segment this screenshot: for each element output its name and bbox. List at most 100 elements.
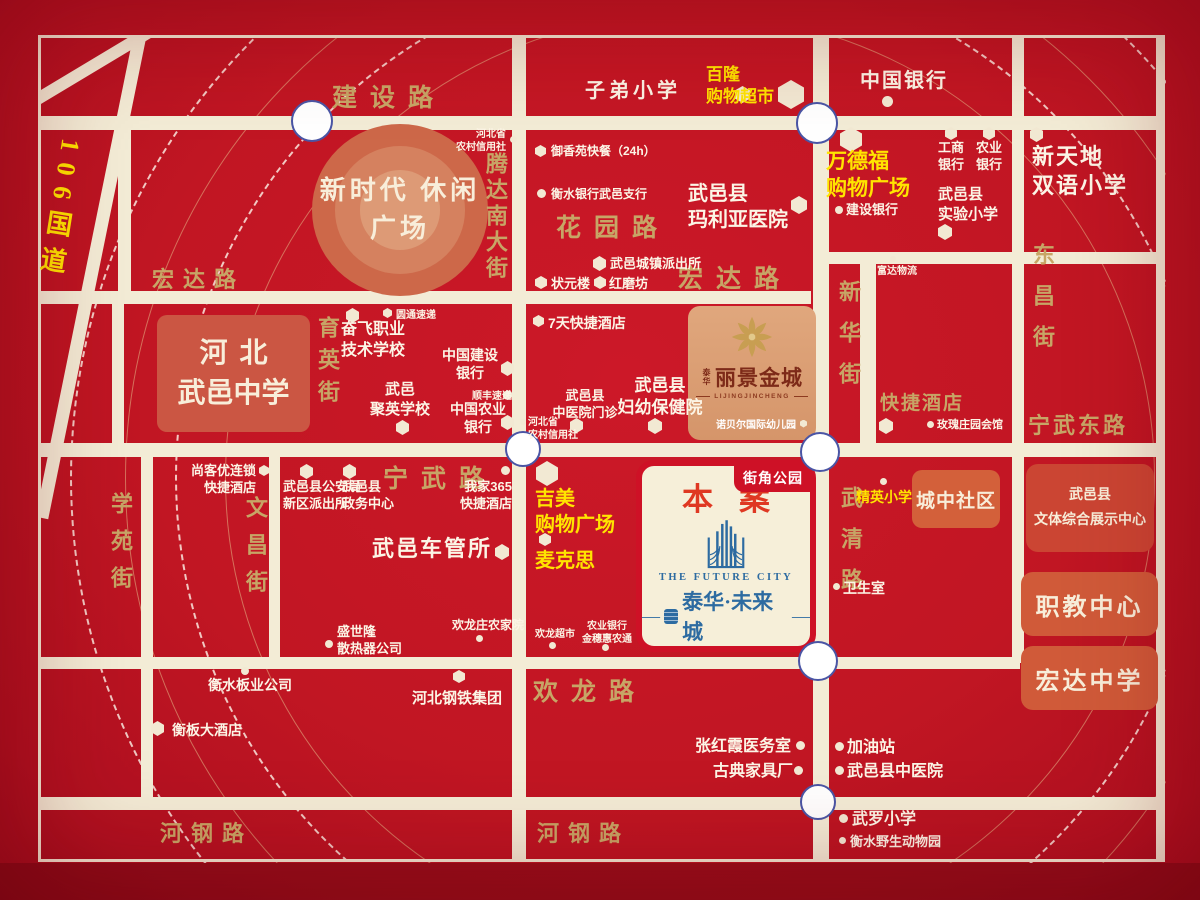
road-label-ningwu-road: 宁武路 bbox=[383, 466, 498, 493]
marker-dot-icon bbox=[549, 642, 556, 649]
road-label-huayuan-road: 花园路 bbox=[556, 215, 671, 242]
poi-label-line: 中国农业 bbox=[450, 403, 506, 418]
road-junction-node bbox=[800, 784, 836, 820]
frame-top bbox=[38, 35, 1165, 38]
road-v-west-lower bbox=[141, 457, 153, 797]
poi-label-line: 农村信用社 bbox=[528, 430, 578, 441]
road-huanlong bbox=[38, 657, 1020, 669]
poi-china-construction-bank: 中国建设银行 bbox=[442, 348, 498, 384]
poi-label-line: 银行 bbox=[464, 421, 492, 437]
poi-shangkeyou-hotel: 尚客优连锁快捷酒店 bbox=[191, 463, 256, 497]
road-junction-node bbox=[796, 102, 838, 144]
poi-jianshe-bank: 建设银行 bbox=[846, 202, 898, 219]
name-dash: — bbox=[642, 605, 660, 626]
bottom-margin-shade bbox=[0, 863, 1200, 900]
marker-dot-icon bbox=[501, 466, 510, 475]
project-english-name: THE FUTURE CITY bbox=[658, 572, 794, 583]
marker-hex-icon bbox=[151, 721, 164, 736]
poi-label-line: 古典家具厂 bbox=[713, 763, 794, 780]
project-name: 泰华·未来城 bbox=[682, 590, 774, 644]
poi-label-line: 衡水野生动物园 bbox=[850, 834, 942, 849]
poi-label-line: 购物超市 bbox=[706, 87, 774, 107]
poi-label-line: 购物广场 bbox=[826, 177, 910, 201]
poi-xintiandi-bilingual-school: 新天地双语小学 bbox=[1032, 143, 1128, 200]
poi-new-district-police-station: 武邑县公安局新区派出所 bbox=[283, 479, 361, 513]
wuyi-school-line1: 河北 bbox=[199, 338, 280, 370]
leisure-plaza-core bbox=[359, 170, 441, 250]
marker-hex-icon bbox=[778, 80, 804, 109]
marker-hex-icon bbox=[840, 127, 862, 152]
corner-park-tag: 街角公园 bbox=[734, 464, 812, 492]
poi-shunfeng-express: 顺丰速递 bbox=[472, 390, 512, 403]
marker-hex-icon bbox=[396, 420, 409, 435]
poi-label-line: 尚客优连锁 bbox=[190, 463, 256, 478]
poi-label-line: 我家365 bbox=[464, 479, 512, 494]
poi-label-line: 散热器公司 bbox=[337, 640, 403, 656]
marker-dot-icon bbox=[510, 136, 517, 143]
marker-dot-icon bbox=[794, 766, 803, 775]
poi-label-line: 实验小学 bbox=[938, 205, 999, 223]
marker-dot-icon bbox=[602, 644, 609, 651]
poi-label-line: 红磨坊 bbox=[609, 276, 649, 291]
project-name-row: — 泰华·未来城 — bbox=[642, 586, 810, 646]
hebei-wuyi-middle-school: 河北 武邑中学 bbox=[157, 315, 310, 432]
poi-huanlongzhuang-farmhouse: 欢龙庄农家院 bbox=[452, 618, 524, 634]
decor-line bbox=[696, 396, 711, 397]
poi-label-line: 双语小学 bbox=[1032, 172, 1129, 198]
poi-label-line: 张红霞医务室 bbox=[695, 738, 792, 755]
poi-mariya-hospital: 武邑县玛利亚医院 bbox=[688, 181, 788, 233]
county-sports-exhibition-center: 武邑县 文体综合展示中心 bbox=[1026, 464, 1154, 552]
poi-label-line: 武邑县 bbox=[938, 186, 984, 203]
poi-agricultural-bank: 农业银行 bbox=[976, 140, 1002, 174]
road-label-hegang-road-west: 河钢路 bbox=[160, 821, 254, 846]
poi-zidi-primary-school: 子弟小学 bbox=[585, 78, 681, 104]
poi-health-clinic: 卫生室 bbox=[843, 579, 885, 597]
lijing-latin-label: LIJINGJINCHENG bbox=[714, 393, 790, 400]
poi-bank-of-china: 中国银行 bbox=[860, 68, 948, 94]
poi-fenfei-vocational-school: 奋飞职业技术学校 bbox=[341, 320, 405, 362]
new-era-leisure-plaza: 新时代 休闲广场 bbox=[312, 124, 488, 296]
future-city-logo-icon bbox=[707, 520, 745, 569]
poi-icbc-bank: 工商银行 bbox=[938, 140, 964, 174]
poi-label-line: 新区派出所 bbox=[283, 495, 349, 511]
road-label-ningwu-east-road: 宁武东路 bbox=[1028, 413, 1129, 438]
poi-label-line: 中国建设 bbox=[442, 349, 498, 364]
road-label-hongda-road-west: 宏达路 bbox=[152, 267, 246, 292]
poi-label-line: 玫瑰庄园会馆 bbox=[937, 419, 1003, 431]
marker-dot-icon bbox=[325, 640, 333, 648]
poi-label-line: 玛利亚医院 bbox=[688, 209, 788, 231]
road-label-hongda-road-east: 宏达路 bbox=[678, 266, 793, 293]
poi-label-line: 工商 bbox=[937, 140, 965, 155]
community-label: 城中社区 bbox=[915, 490, 996, 512]
poi-label-line: 武邑城镇派出所 bbox=[610, 256, 702, 271]
sports-center-line1: 武邑县 bbox=[1069, 487, 1111, 503]
poi-label-line: 河北省 bbox=[476, 129, 506, 140]
poi-maternal-child-hospital: 武邑县妇幼保健院 bbox=[618, 375, 703, 419]
marker-dot-icon bbox=[476, 635, 483, 642]
poi-label-line: 武邑 bbox=[384, 381, 416, 398]
poi-maikesi: 麦克思 bbox=[535, 548, 595, 574]
lijing-jincheng-plaza: 泰华 丽景金城 LIJINGJINCHENG 诺贝尔国际幼儿园 bbox=[688, 306, 816, 440]
marker-hex-icon bbox=[453, 670, 465, 683]
poi-huanlong-supermarket: 欢龙超市 bbox=[535, 628, 575, 641]
marker-hex-icon bbox=[879, 418, 893, 434]
poi-label-line: 快捷酒店 bbox=[459, 495, 512, 511]
poi-label-line: 麦克思 bbox=[535, 550, 595, 572]
poi-abc-jinsui-service: 农业银行金穗惠农通 bbox=[582, 620, 632, 646]
poi-label-line: 购物广场 bbox=[535, 514, 615, 536]
poi-yuantong-express: 圆通速递 bbox=[396, 309, 436, 322]
road-label-jianshe-road: 建设路 bbox=[332, 85, 447, 112]
poi-hengshui-bank-wuyi-branch: 衡水银行武邑支行 bbox=[551, 187, 647, 203]
marker-hex-icon bbox=[343, 464, 356, 479]
hongda-middle-label: 宏达中学 bbox=[1035, 667, 1144, 695]
marker-hex-icon bbox=[570, 418, 583, 433]
lijing-flower-icon bbox=[731, 316, 773, 358]
marker-hex-icon bbox=[535, 145, 546, 157]
marker-hex-icon bbox=[791, 196, 807, 214]
poi-label-line: 银行 bbox=[937, 156, 965, 172]
lijing-name-row: 泰华 丽景金城 bbox=[701, 362, 803, 392]
decor-line bbox=[793, 396, 808, 397]
poi-classic-furniture-factory: 古典家具厂 bbox=[713, 762, 793, 783]
wuyi-school-line2: 武邑中学 bbox=[177, 377, 290, 409]
